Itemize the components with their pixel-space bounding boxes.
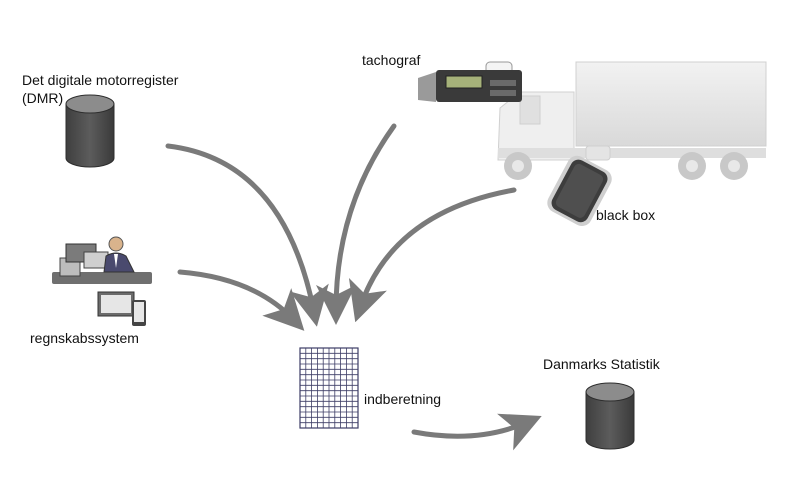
arrow-dmr-to-report bbox=[165, 143, 329, 327]
arrow-tachograph-to-report bbox=[316, 123, 397, 325]
black-box-label: black box bbox=[596, 207, 656, 223]
arrow-report-to-statistics bbox=[411, 413, 542, 451]
dmr-label-line1: Det digitale motorregister bbox=[22, 72, 179, 88]
black-box-device-icon bbox=[547, 155, 612, 226]
truck-icon bbox=[497, 61, 767, 180]
tachograph-icon bbox=[418, 61, 522, 102]
arrow-accounting-to-report bbox=[177, 269, 305, 331]
accounting-label: regnskabssystem bbox=[30, 330, 139, 346]
office-worker-computer-icon bbox=[52, 236, 152, 326]
grid-form-icon bbox=[299, 347, 359, 429]
statistics-database-icon bbox=[585, 382, 635, 450]
report-label: indberetning bbox=[364, 391, 442, 407]
arrow-blackbox-to-report bbox=[348, 187, 517, 323]
dmr-label-line2: (DMR) bbox=[22, 90, 64, 106]
dmr-database-icon bbox=[65, 94, 115, 168]
flow-arrows bbox=[165, 123, 542, 451]
statistics-label: Danmarks Statistik bbox=[543, 356, 660, 372]
tachograph-label: tachograf bbox=[362, 52, 421, 68]
